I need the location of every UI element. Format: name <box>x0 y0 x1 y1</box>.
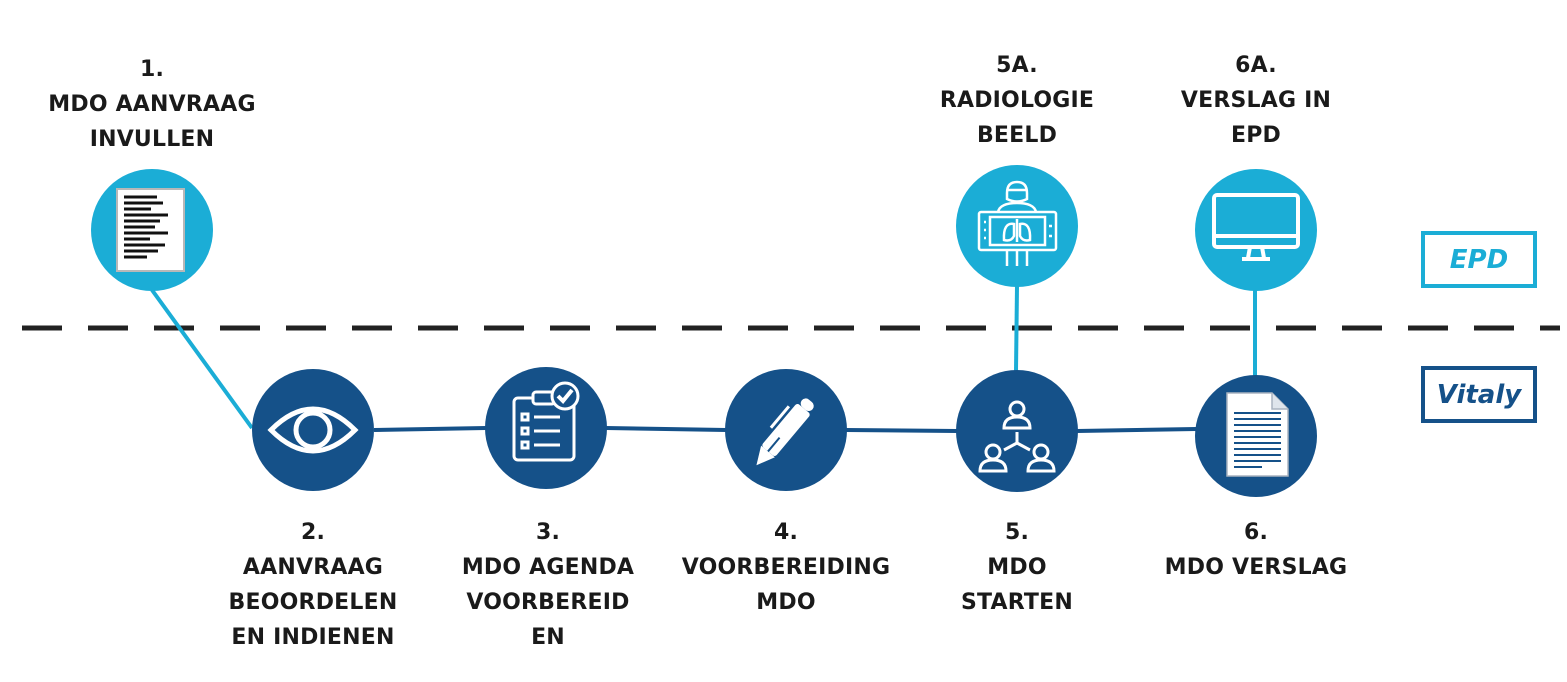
step4-line1: VOORBEREIDING <box>681 555 891 580</box>
step4-number: 4. <box>773 520 799 545</box>
step2-number: 2. <box>300 520 326 545</box>
step6a-line1: VERSLAG IN <box>1180 88 1332 113</box>
team-network-icon <box>978 400 1056 473</box>
step3-circle <box>485 367 607 489</box>
step6a-node[interactable] <box>1195 169 1317 291</box>
pen-icon <box>756 398 814 466</box>
step6-label: 6. MDO VERSLAG <box>1126 515 1386 585</box>
step4-label: 4. VOORBEREIDING MDO <box>656 515 916 620</box>
step6-number: 6. <box>1243 520 1269 545</box>
step5-node[interactable] <box>956 370 1078 492</box>
step1-line2: INVULLEN <box>89 127 215 152</box>
eye-icon <box>267 406 359 454</box>
step5-line1: MDO <box>987 555 1047 580</box>
step1-line1: MDO AANVRAAG <box>48 92 256 117</box>
connector-1-2 <box>150 288 254 430</box>
xray-radiology-icon <box>977 180 1058 266</box>
step1-node[interactable] <box>91 169 213 291</box>
checklist-clipboard-icon <box>512 381 580 462</box>
step3-node[interactable] <box>485 367 607 489</box>
step2-circle <box>252 369 374 491</box>
monitor-icon <box>1212 193 1300 261</box>
connector-5-5a <box>1014 285 1019 372</box>
step4-line2: MDO <box>756 590 816 615</box>
document-list-icon <box>116 188 185 272</box>
step3-number: 3. <box>535 520 561 545</box>
step5-number: 5. <box>1004 520 1030 545</box>
step2-line3: EN INDIENEN <box>231 625 395 650</box>
step3-line3: EN <box>531 625 565 650</box>
step5a-node[interactable] <box>956 165 1078 287</box>
connector-3-4 <box>605 426 727 432</box>
step6-line1: MDO VERSLAG <box>1164 555 1348 580</box>
step5a-line1: RADIOLOGIE <box>939 88 1095 113</box>
connector-5-6 <box>1076 427 1197 433</box>
step5a-line2: BEELD <box>976 123 1058 148</box>
step2-line1: AANVRAAG <box>242 555 384 580</box>
step2-line2: BEOORDELEN <box>228 590 398 615</box>
step5-label: 5. MDO STARTEN <box>897 515 1137 620</box>
step2-label: 2. AANVRAAG BEOORDELEN EN INDIENEN <box>193 515 433 655</box>
step5-circle <box>956 370 1078 492</box>
report-document-icon <box>1226 392 1289 477</box>
step1-number: 1. <box>139 57 165 82</box>
step5-line2: STARTEN <box>961 590 1073 615</box>
step6-node[interactable] <box>1195 375 1317 497</box>
step3-label: 3. MDO AGENDA VOORBEREID EN <box>428 515 668 655</box>
connector-4-5 <box>845 428 958 433</box>
step6a-line2: EPD <box>1230 123 1281 148</box>
step6a-number: 6A. <box>1235 53 1277 78</box>
step6a-circle <box>1195 169 1317 291</box>
connector-lines <box>150 285 1257 433</box>
lane-label-vitaly: Vitaly <box>1421 366 1537 423</box>
step4-node[interactable] <box>725 369 847 491</box>
step5a-number: 5A. <box>996 53 1038 78</box>
step6a-label: 6A. VERSLAG IN EPD <box>1146 48 1366 153</box>
step3-line2: VOORBEREID <box>466 590 630 615</box>
step1-label: 1. MDO AANVRAAG INVULLEN <box>0 52 304 157</box>
connector-2-3 <box>373 426 487 432</box>
step3-line1: MDO AGENDA <box>461 555 635 580</box>
lane-label-epd: EPD <box>1421 231 1537 288</box>
step5a-label: 5A. RADIOLOGIE BEELD <box>897 48 1137 153</box>
step2-node[interactable] <box>252 369 374 491</box>
